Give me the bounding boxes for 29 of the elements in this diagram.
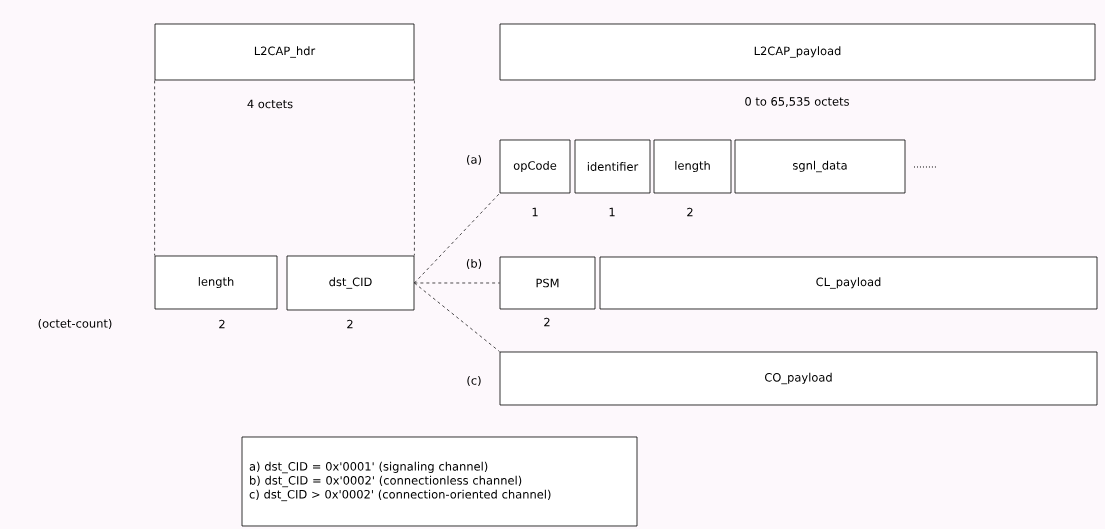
field-box: CO_payload (499, 351, 1098, 406)
size-label: 2 (219, 319, 225, 329)
size-label: 4 octets (247, 99, 293, 109)
connector-line (154, 80, 155, 256)
field-box: identifier (574, 139, 651, 194)
field-box: L2CAP_hdr (154, 23, 415, 81)
field-box: CL_payload (599, 256, 1098, 310)
size-label: 2 (687, 207, 693, 217)
field-box: opCode (499, 139, 571, 194)
field-label: (a) (467, 154, 481, 166)
size-label: 2 (347, 319, 353, 329)
field-box: length (653, 139, 732, 194)
field-box: PSM (499, 256, 596, 310)
legend-box: a) dst_CID = 0x'0001' (signaling channel) b) dst_CID = 0x'0002' (connectionless channel) c) dst_CID > 0x'0002' (connection-oriented channel) (241, 436, 638, 527)
connector-line (414, 282, 500, 284)
size-label: 0 to 65,535 octets (745, 97, 849, 107)
field-box: dst_CID (286, 255, 415, 311)
connector-line (414, 80, 415, 256)
field-box: length (154, 255, 278, 310)
connector-line (414, 193, 500, 284)
field-label: (b) (466, 258, 482, 270)
field-box: L2CAP_payload (499, 23, 1096, 81)
field-label: (octet-count) (38, 318, 112, 330)
size-label: 2 (544, 317, 550, 327)
size-label: 1 (609, 207, 615, 217)
field-label: (c) (467, 375, 481, 387)
field-box: sgnl_data (734, 139, 906, 194)
size-label: 1 (532, 207, 538, 217)
connector-line (414, 282, 500, 352)
